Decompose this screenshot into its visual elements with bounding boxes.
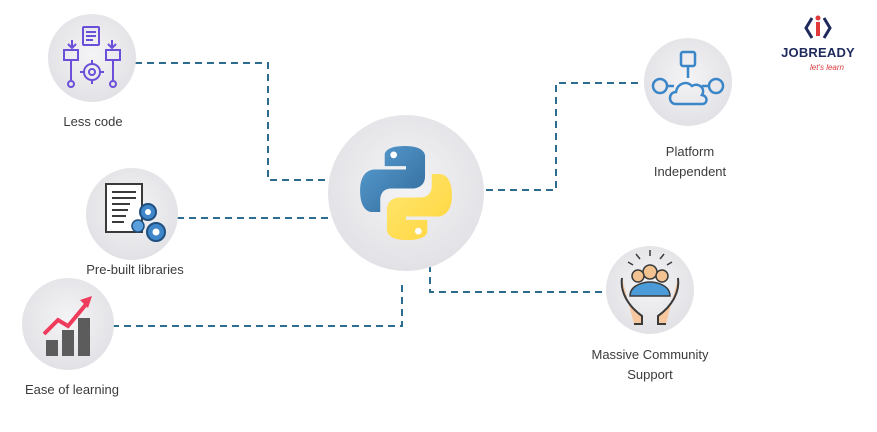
connector-platform-independent bbox=[478, 82, 638, 191]
growth-chart-icon bbox=[42, 296, 92, 356]
cloud-network-icon bbox=[651, 50, 725, 106]
feature-community-support-bubble bbox=[606, 246, 694, 334]
feature-label-pre-built-libraries: Pre-built libraries bbox=[86, 262, 184, 277]
feature-label-less-code: Less code bbox=[63, 114, 123, 129]
feature-label-platform-independent: Platform Independent bbox=[653, 144, 727, 179]
python-logo-icon bbox=[360, 145, 452, 241]
feature-label-community-support: Massive Community Support bbox=[591, 347, 709, 382]
jobready-logo: JOBREADY let's learn bbox=[768, 12, 868, 82]
connector-less-code bbox=[135, 62, 345, 181]
connector-community-support bbox=[429, 265, 612, 293]
flowchart-gear-icon bbox=[63, 26, 121, 88]
feature-ease-of-learning-bubble bbox=[22, 278, 114, 370]
document-gears-icon bbox=[105, 183, 166, 242]
brand-tagline: let's learn bbox=[810, 63, 844, 72]
community-hands-icon bbox=[620, 250, 680, 325]
python-center bbox=[328, 115, 484, 271]
jobready-logo-mark-icon bbox=[804, 15, 832, 39]
feature-platform-independent-bubble bbox=[644, 38, 732, 126]
connector-ease-of-learning bbox=[112, 280, 403, 327]
feature-label-ease-of-learning: Ease of learning bbox=[25, 382, 119, 397]
feature-less-code-bubble bbox=[48, 14, 136, 102]
brand-name: JOBREADY bbox=[781, 45, 855, 60]
feature-pre-built-libraries-bubble bbox=[86, 168, 178, 260]
connectors bbox=[112, 62, 638, 327]
